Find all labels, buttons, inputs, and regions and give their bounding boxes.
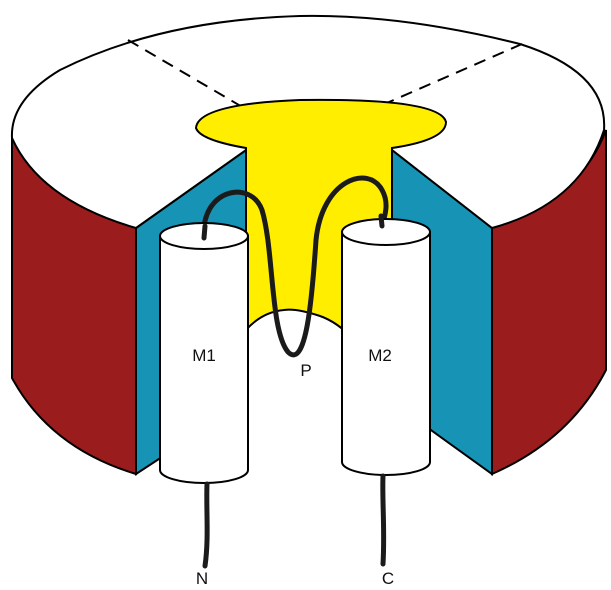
label-m1: M1 — [192, 346, 216, 365]
label-p: P — [300, 361, 311, 380]
helix-m2-top — [342, 219, 430, 245]
label-c: C — [382, 569, 394, 588]
label-m2: M2 — [368, 346, 392, 365]
c-terminus-tail — [383, 476, 384, 564]
label-n: N — [196, 569, 208, 588]
chain-entry-m2 — [381, 216, 382, 226]
chain-entry-m1 — [204, 226, 205, 238]
n-terminus-tail — [205, 484, 207, 566]
